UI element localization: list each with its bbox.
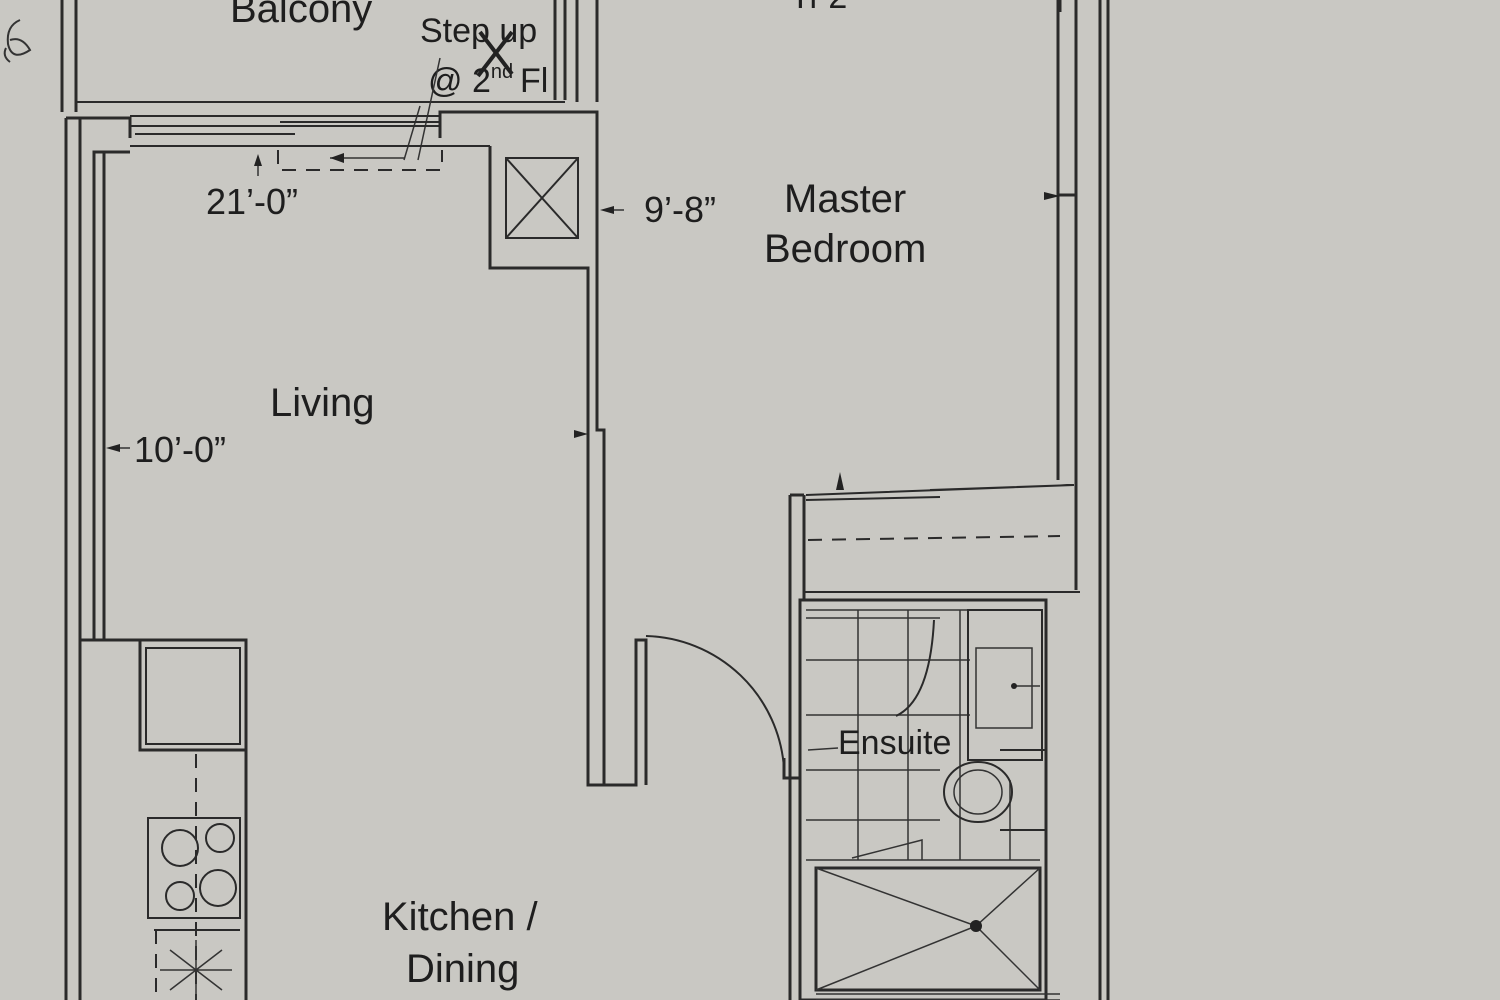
living-walls xyxy=(80,146,648,787)
living-label: Living xyxy=(270,381,375,425)
bedroom-door xyxy=(645,635,802,780)
bedroom-width-dimension: 9’-8” xyxy=(644,189,716,230)
mechanical-shaft xyxy=(505,157,579,239)
ensuite-label: Ensuite xyxy=(838,724,951,762)
kitchen-label-2: Dining xyxy=(406,947,519,991)
balcony-label: Balcony xyxy=(230,0,372,31)
dimension-markers: 21’-0” 10’-0” 9’-8” xyxy=(106,154,1060,470)
svg-text:@ 2nd: @ 2nd xyxy=(428,61,513,100)
balcony-sliding-door xyxy=(130,115,490,171)
master-bedroom-label-1: Master xyxy=(784,177,906,221)
kitchen xyxy=(138,638,248,1000)
ensuite: Ensuite xyxy=(798,598,1060,1000)
handwritten-mark-icon xyxy=(3,19,32,63)
step-up-line3: Fl xyxy=(520,62,548,100)
step-up-line1: Step up xyxy=(420,12,537,50)
living-width-dimension: 10’-0” xyxy=(134,429,226,470)
kitchen-label-1: Kitchen / xyxy=(382,895,539,939)
step-up-note: Step up @ 2nd Fl xyxy=(403,12,548,161)
cross-mark-icon xyxy=(476,30,514,78)
balcony: Balcony xyxy=(60,0,599,112)
exterior-walls xyxy=(64,0,1110,1000)
living-length-dimension: 21’-0” xyxy=(206,181,298,222)
bedroom-walls xyxy=(788,472,1080,1000)
master-bedroom-label-2: Bedroom xyxy=(764,227,926,271)
unit-label: Ti-2 xyxy=(790,0,847,16)
